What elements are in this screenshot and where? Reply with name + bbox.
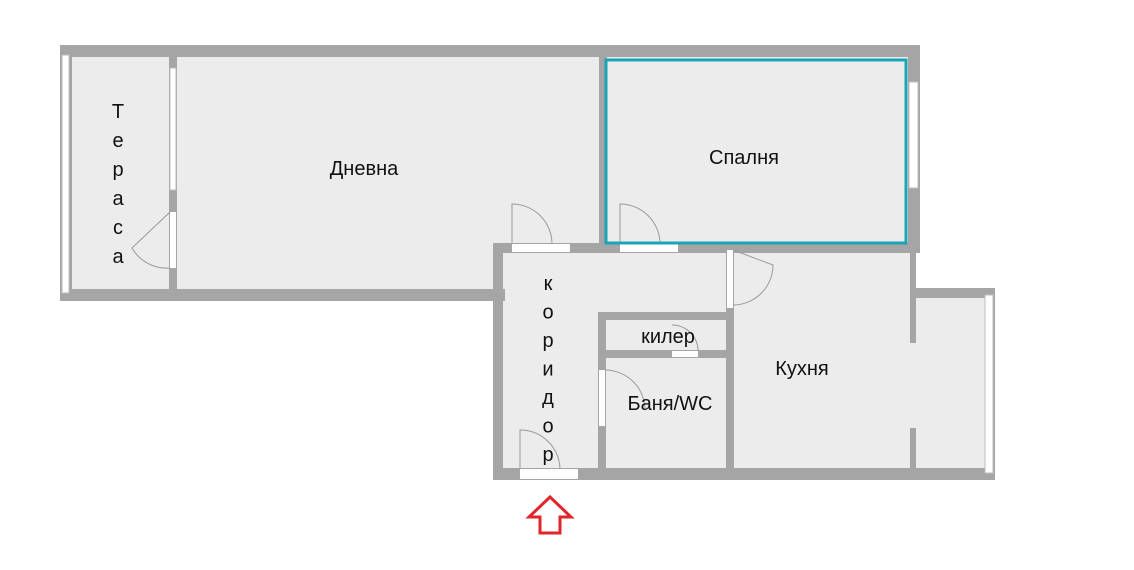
wall-storage-top — [598, 312, 734, 320]
windows — [61, 54, 994, 474]
wall-kitchen-ext-divider-top — [910, 243, 916, 343]
wall-kitchen-ext-top — [910, 288, 995, 298]
wall-bottom-left — [60, 289, 505, 301]
room-label-kitchen: Кухня — [775, 358, 829, 380]
window-kitchen — [984, 294, 994, 474]
floor-bedroom — [605, 45, 920, 250]
door-opening-entrance — [520, 469, 578, 479]
door-swing-entrance — [519, 429, 561, 470]
wall-storage-bath — [598, 350, 734, 358]
window-bedroom — [908, 81, 919, 189]
floor-corridor — [493, 245, 733, 480]
wall-living-bedroom — [599, 45, 607, 250]
floors — [60, 45, 995, 480]
door-opening-storage — [672, 351, 698, 357]
room-label-living: Дневна — [330, 158, 399, 180]
wall-top — [60, 45, 920, 57]
floor-kitchen — [733, 245, 916, 480]
wall-kitchen-ext-divider-bottom — [910, 428, 916, 480]
bedroom-highlight — [604, 58, 908, 245]
door-opening-living — [512, 244, 570, 252]
wall-bottom — [493, 468, 995, 480]
wall-bedroom-bottom — [493, 243, 920, 253]
door-swings — [131, 203, 774, 470]
door-opening-bedroom — [620, 244, 678, 252]
door-opening-kitchen — [727, 250, 733, 308]
room-label-bathroom: Баня/WC — [628, 393, 713, 415]
window-terrace — [61, 54, 70, 294]
door-swing-bath — [604, 369, 646, 411]
door-swing-kitchen — [732, 249, 774, 306]
window-terrace-door — [169, 67, 177, 191]
room-label-bedroom: Спалня — [709, 147, 779, 169]
wall-corridor-left — [493, 243, 503, 480]
floor-kitchen-extension — [910, 288, 995, 480]
door-opening-terrace — [170, 212, 176, 268]
door-opening-bath — [599, 370, 605, 426]
room-label-storage: килер — [641, 326, 695, 348]
door-swing-terrace — [131, 211, 171, 269]
door-openings — [170, 212, 733, 479]
door-swing-storage — [671, 324, 699, 352]
door-swing-living — [511, 203, 553, 245]
floor-terrace — [60, 45, 175, 301]
arrow-up-outline-icon — [525, 494, 575, 535]
wall-corridor-kitchen — [726, 243, 734, 480]
door-swing-bedroom — [619, 203, 661, 245]
